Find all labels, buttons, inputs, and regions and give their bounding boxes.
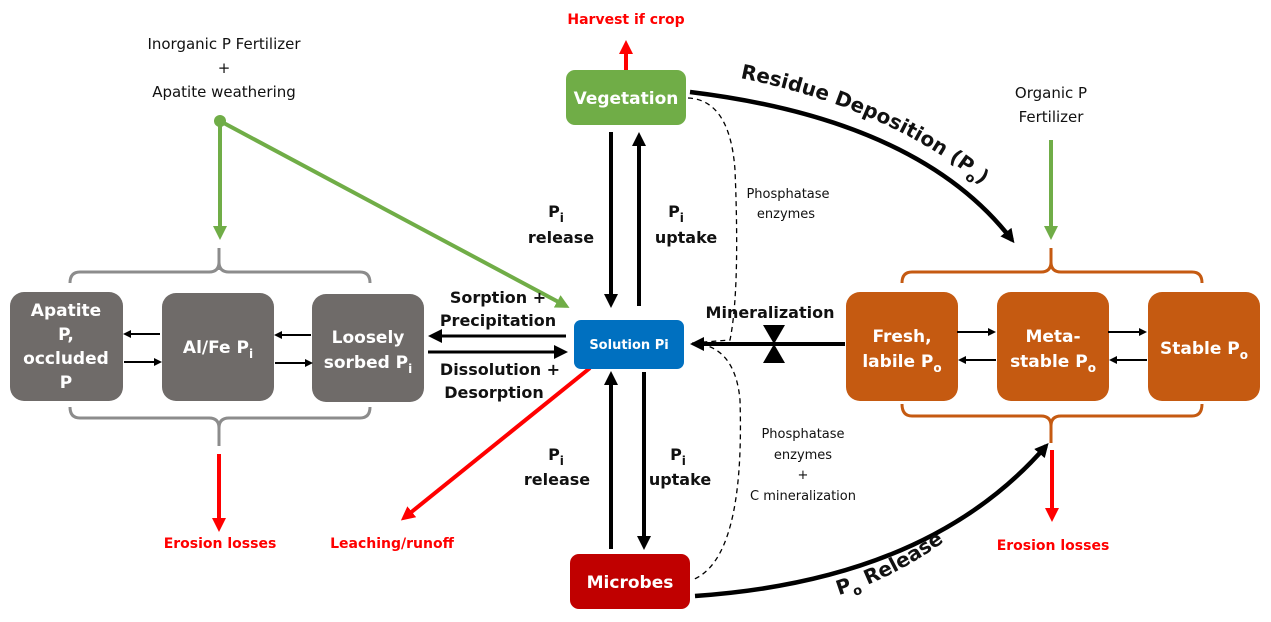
microbes-label: Microbes: [587, 573, 674, 593]
phosphatase-top-line2: enzymes: [757, 207, 815, 222]
po-release-label: Po Release: [833, 526, 947, 600]
phosphatase-mic-dashed-line: [691, 342, 742, 581]
fresh-labile-box: Fresh, labile Po: [846, 292, 958, 401]
inorganic-to-solution-arrow: [219, 119, 570, 308]
veg-uptake-label: Pi uptake: [655, 202, 718, 247]
harvest-label: Harvest if crop: [567, 12, 684, 28]
loosely-line1: Loosely: [332, 328, 405, 348]
mineralization-label: Mineralization: [706, 303, 835, 322]
stable-box: Stable Po: [1148, 292, 1260, 401]
svg-text:uptake: uptake: [649, 470, 712, 489]
apatite-line3: occluded: [23, 349, 109, 369]
svg-text:release: release: [524, 470, 590, 489]
metastable-line1: Meta-: [1025, 327, 1080, 347]
solution-pi-label: Solution Pi: [589, 338, 668, 353]
vegetation-box: Vegetation: [566, 70, 686, 125]
mic-uptake-label: Pi uptake: [649, 445, 712, 489]
phosphatase-bot-line2: enzymes: [774, 448, 832, 463]
fresh-line2: labile Po: [862, 352, 941, 375]
apatite-line1: Apatite: [31, 301, 101, 321]
residue-deposition-arrow: [689, 89, 1015, 244]
valve-icon: [763, 325, 785, 363]
organic-input-label: Organic P Fertilizer: [1015, 84, 1087, 126]
phosphatase-bot-line3: +: [798, 468, 809, 483]
erosion-left-label: Erosion losses: [164, 536, 277, 552]
po-release-arrow: [694, 442, 1049, 599]
loosely-sorbed-box: Loosely sorbed Pi: [312, 294, 424, 402]
leaching-arrow: [400, 366, 592, 521]
leaching-label: Leaching/runoff: [330, 536, 454, 552]
dissolution-label-line2: Desorption: [444, 383, 544, 402]
microbes-box: Microbes: [570, 554, 690, 609]
svg-text:Pi: Pi: [668, 202, 684, 225]
svg-text:Pi: Pi: [670, 445, 686, 468]
inorganic-label-plus: +: [218, 59, 231, 77]
svg-text:Pi: Pi: [548, 202, 564, 225]
fresh-line1: Fresh,: [872, 327, 931, 347]
alfe-label: Al/Fe Pi: [183, 338, 253, 361]
svg-text:uptake: uptake: [655, 228, 718, 247]
organic-pool-bracket: [900, 248, 1204, 443]
erosion-right-label: Erosion losses: [997, 538, 1110, 554]
inorganic-input-label: Inorganic P Fertilizer + Apatite weather…: [147, 35, 301, 101]
loosely-line2: sorbed Pi: [324, 353, 413, 376]
phosphatase-bot-line4: C mineralization: [750, 489, 856, 504]
solution-pi-box: Solution Pi: [574, 320, 684, 369]
organic-label-line1: Organic P: [1015, 84, 1087, 102]
sorption-label-line1: Sorption +: [450, 288, 546, 307]
sorption-label-line2: Precipitation: [440, 311, 556, 330]
apatite-line4: P: [60, 373, 72, 393]
inorganic-label-line2: Apatite weathering: [152, 83, 296, 101]
phosphatase-top-line1: Phosphatase: [746, 187, 829, 202]
apatite-box: Apatite P, occluded P: [10, 292, 123, 401]
apatite-line2: P,: [58, 325, 74, 345]
phosphatase-bot-line1: Phosphatase: [761, 427, 844, 442]
stable-label: Stable Po: [1160, 339, 1248, 362]
metastable-line2: stable Po: [1010, 352, 1096, 375]
organic-label-line2: Fertilizer: [1019, 108, 1085, 126]
dissolution-label-line1: Dissolution +: [440, 360, 560, 379]
svg-text:release: release: [528, 228, 594, 247]
phosphatase-veg-dashed-line: [687, 97, 738, 344]
metastable-box: Meta- stable Po: [997, 292, 1109, 401]
inorganic-label-line1: Inorganic P Fertilizer: [147, 35, 301, 53]
veg-release-label: Pi release: [528, 202, 594, 247]
inorganic-pool-bracket: [68, 248, 372, 446]
mic-release-label: Pi release: [524, 445, 590, 489]
svg-text:Pi: Pi: [548, 445, 564, 468]
vegetation-label: Vegetation: [574, 89, 679, 109]
alfe-box: Al/Fe Pi: [162, 293, 274, 401]
